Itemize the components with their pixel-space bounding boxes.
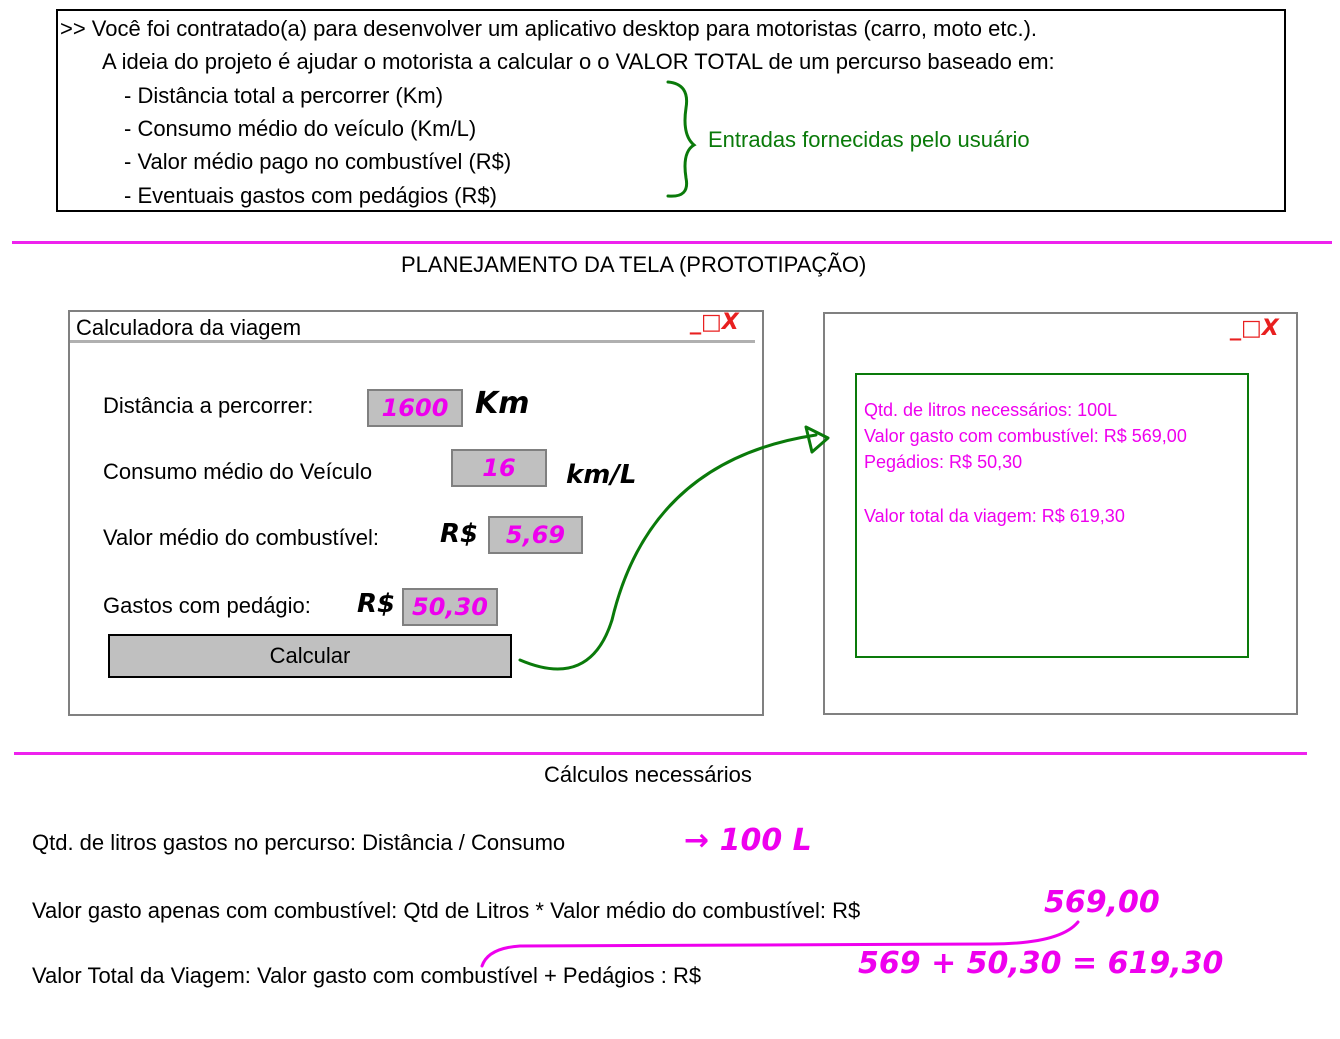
fuel-price-input[interactable]: 5,69	[488, 516, 583, 554]
unit-km: Km	[475, 386, 530, 421]
result-panel: Qtd. de litros necessários: 100L Valor g…	[855, 373, 1249, 658]
separator-top	[12, 241, 1332, 244]
intro-line-2: A ideia do projeto é ajudar o motorista …	[102, 49, 1055, 74]
flow-arrow-head	[804, 425, 830, 454]
formula-total: Valor Total da Viagem: Valor gasto com c…	[32, 963, 702, 988]
fuel-price-prefix: R$	[440, 519, 479, 549]
formula-fuel-cost: Valor gasto apenas com combustível: Qtd …	[32, 898, 861, 923]
brace-icon	[666, 80, 697, 198]
curve-arrow	[480, 920, 1080, 968]
separator-bottom	[14, 752, 1307, 755]
result-tolls: Pegádios: R$ 50,30	[864, 452, 1023, 472]
formula-total-note: 569 + 50,30 = 619,30	[858, 946, 1224, 981]
consumption-input[interactable]: 16	[451, 449, 547, 487]
distance-input[interactable]: 1600	[367, 389, 463, 427]
formula-fuel-cost-note: 569,00	[1044, 885, 1160, 920]
field-label-distance: Distância a percorrer:	[103, 393, 314, 418]
window-controls-icon[interactable]: _□X	[690, 310, 739, 335]
input-item-tolls: - Eventuais gastos com pedágios (R$)	[124, 183, 497, 208]
result-window-controls-icon[interactable]: _□X	[1230, 316, 1279, 341]
calculate-button[interactable]: Calcular	[108, 634, 512, 678]
tolls-input[interactable]: 50,30	[402, 588, 498, 626]
input-item-fuel-price: - Valor médio pago no combustível (R$)	[124, 149, 512, 174]
result-liters: Qtd. de litros necessários: 100L	[864, 400, 1118, 420]
unit-km-per-l: km/L	[566, 460, 637, 490]
window-title: Calculadora da viagem	[76, 315, 302, 340]
input-item-distance: - Distância total a percorrer (Km)	[124, 83, 444, 108]
field-label-consumption: Consumo médio do Veículo	[103, 459, 373, 484]
result-window	[823, 312, 1298, 715]
field-label-fuel-price: Valor médio do combustível:	[103, 525, 379, 550]
intro-line-1: >> Você foi contratado(a) para desenvolv…	[60, 16, 1038, 41]
field-label-tolls: Gastos com pedágio:	[103, 593, 311, 618]
tolls-prefix: R$	[357, 589, 396, 619]
planning-title: PLANEJAMENTO DA TELA (PROTOTIPAÇÃO)	[401, 252, 867, 277]
formula-liters-note: → 100 L	[684, 823, 812, 858]
result-total: Valor total da viagem: R$ 619,30	[864, 506, 1125, 526]
input-item-consumption: - Consumo médio do veículo (Km/L)	[124, 116, 477, 141]
result-fuel-cost: Valor gasto com combustível: R$ 569,00	[864, 426, 1187, 446]
formula-liters: Qtd. de litros gastos no percurso: Distâ…	[32, 830, 566, 855]
brace-note: Entradas fornecidas pelo usuário	[708, 127, 1030, 152]
title-bar-divider	[70, 340, 755, 343]
calculations-title: Cálculos necessários	[544, 762, 752, 787]
flow-arrow	[518, 433, 818, 671]
requirements-box	[56, 9, 1286, 212]
